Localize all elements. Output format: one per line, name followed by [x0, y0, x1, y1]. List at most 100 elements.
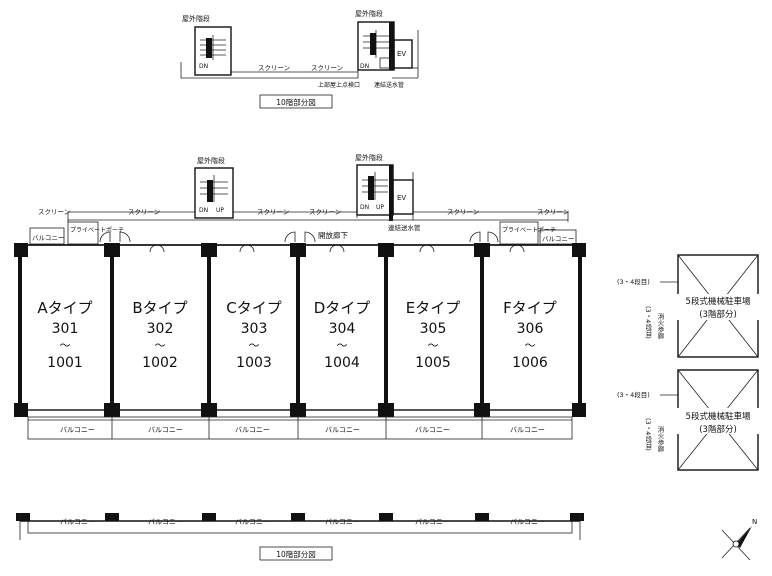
unit-to: 1002 [142, 355, 178, 371]
unit-tilde: 〜 [155, 339, 166, 352]
balcony-label-6: バルコニー [510, 426, 545, 434]
unit-from: 306 [517, 321, 544, 337]
parking-floor-note: (3・4段目) [617, 390, 650, 399]
fire-walkway-note: (3・4段目) [644, 418, 652, 451]
main-up-left: UP [216, 207, 224, 214]
unit-to: 1005 [415, 355, 451, 371]
stair-treads-icon [200, 35, 226, 60]
unit-f: Fタイプ 306 〜 1006 [503, 299, 557, 371]
top-caption-frame [259, 94, 333, 109]
balcony-label-2: バルコニー [148, 426, 183, 434]
corridor-label: 開放廊下 [318, 230, 348, 240]
unit-c: Cタイプ 303 〜 1003 [226, 299, 281, 371]
main-dn-right: DN [360, 204, 369, 211]
top-dn-left: DN [199, 63, 208, 70]
top-dn-right: DN [360, 63, 369, 70]
screen-label-2: スクリーン [128, 208, 160, 216]
unit-from: 302 [147, 321, 174, 337]
bottom-balcony-2: バルコニー [148, 518, 183, 526]
parking-sub: (3階部分) [699, 309, 737, 320]
top-ev: EV [397, 50, 406, 58]
bottom-balcony-6: バルコニー [510, 518, 545, 526]
unit-a: Aタイプ 301 〜 1001 [37, 299, 92, 371]
unit-type: Fタイプ [503, 299, 557, 317]
fire-walkway-note: (3・4段目) [644, 306, 652, 339]
bottom-balcony-strip [27, 520, 573, 534]
main-section: 屋外階段 DN UP 屋外階段 DN UP EV スクリーン スクリーン スクリ… [14, 153, 586, 440]
unit-tilde: 〜 [428, 339, 439, 352]
top-screen-left: スクリーン [258, 64, 290, 72]
unit-to: 1001 [47, 355, 83, 371]
private-porch-left [67, 221, 99, 245]
parking-sub: (3階部分) [699, 424, 737, 435]
private-porch-right [499, 221, 539, 245]
unit-e: Eタイプ 305 〜 1005 [406, 299, 460, 371]
top-water-pipe-label: 連結送水管 [374, 81, 404, 89]
top-stair-left-label: 屋外階段 [182, 14, 210, 23]
main-up-right: UP [376, 204, 384, 211]
screen-label-6: スクリーン [537, 208, 569, 216]
bottom-balcony-3: バルコニー [235, 518, 270, 526]
side-balcony-left [29, 227, 65, 245]
fire-walkway-label: 消火歩廊 [656, 425, 664, 454]
unit-tilde: 〜 [337, 339, 348, 352]
balcony-label-5: バルコニー [415, 426, 450, 434]
screen-label-4: スクリーン [309, 208, 341, 216]
inspection-hatch-label: 上部屋上点検口 [318, 81, 360, 89]
top-caption: 10階部分図 [276, 97, 316, 107]
side-balcony-right [539, 229, 577, 245]
top-screen-right: スクリーン [311, 64, 343, 72]
unit-to: 1004 [324, 355, 360, 371]
main-stair-left-label: 屋外階段 [197, 156, 225, 165]
bottom-balcony-5: バルコニー [415, 518, 450, 526]
parking-title: 5段式機械駐車場 [686, 296, 751, 307]
top-stair-left [194, 26, 232, 76]
compass-icon: N [721, 518, 757, 561]
main-ev: EV [397, 194, 406, 202]
compass-label: N [752, 518, 757, 526]
unit-type: Cタイプ [226, 299, 281, 317]
main-water-pipe-label: 連結送水管 [388, 223, 421, 232]
side-balcony-left-label: バルコニー [32, 234, 64, 242]
entry-door-icon [99, 231, 525, 253]
top-section: 屋外階段 DN スクリーン スクリーン 屋外階段 DN EV 上部屋上点検口 連… [180, 9, 419, 109]
private-porch-left-label: プライベートポーチ [70, 226, 124, 234]
bottom-caption-frame [259, 546, 333, 561]
unit-type: Dタイプ [314, 299, 371, 317]
unit-b: Bタイプ 302 〜 1002 [132, 299, 187, 371]
bottom-section: バルコニー バルコニー バルコニー バルコニー バルコニー バルコニー 10階部… [16, 513, 584, 561]
balcony-label-3: バルコニー [235, 426, 270, 434]
unit-to: 1006 [512, 355, 548, 371]
main-stair-left [194, 167, 234, 219]
unit-tilde: 〜 [60, 339, 71, 352]
top-stair-right-label: 屋外階段 [355, 9, 383, 18]
balcony-strip [27, 416, 573, 440]
parking-floor-note: (3・4段目) [617, 277, 650, 286]
unit-type: Bタイプ [132, 299, 187, 317]
balcony-label-1: バルコニー [60, 426, 95, 434]
side-balcony-right-label: バルコニー [542, 235, 574, 243]
parking-1: (3・4段目) 5段式機械駐車場 (3階部分) 消火歩廊 (3・4段目) [617, 254, 760, 358]
unit-tilde: 〜 [525, 339, 536, 352]
screen-label-1: スクリーン [38, 208, 70, 216]
inspection-hatch [379, 57, 393, 69]
main-dn-left: DN [199, 207, 208, 214]
parking-2: (3・4段目) 5段式機械駐車場 (3階部分) 消火歩廊 (3・4段目) [617, 369, 760, 471]
unit-type: Aタイプ [37, 299, 92, 317]
parking-title: 5段式機械駐車場 [686, 411, 751, 422]
unit-from: 305 [420, 321, 447, 337]
unit-tilde: 〜 [249, 339, 260, 352]
unit-from: 304 [329, 321, 356, 337]
bottom-balcony-4: バルコニー [325, 518, 360, 526]
bottom-caption: 10階部分図 [276, 549, 316, 559]
bottom-balcony-1: バルコニー [60, 518, 95, 526]
screen-label-3: スクリーン [257, 208, 289, 216]
private-porch-right-label: プライベートポーチ [502, 226, 556, 234]
unit-from: 303 [241, 321, 268, 337]
unit-to: 1003 [236, 355, 272, 371]
balcony-label-4: バルコニー [325, 426, 360, 434]
screen-label-5: スクリーン [447, 208, 479, 216]
party-walls [104, 243, 490, 417]
main-stair-right-label: 屋外階段 [355, 153, 383, 162]
